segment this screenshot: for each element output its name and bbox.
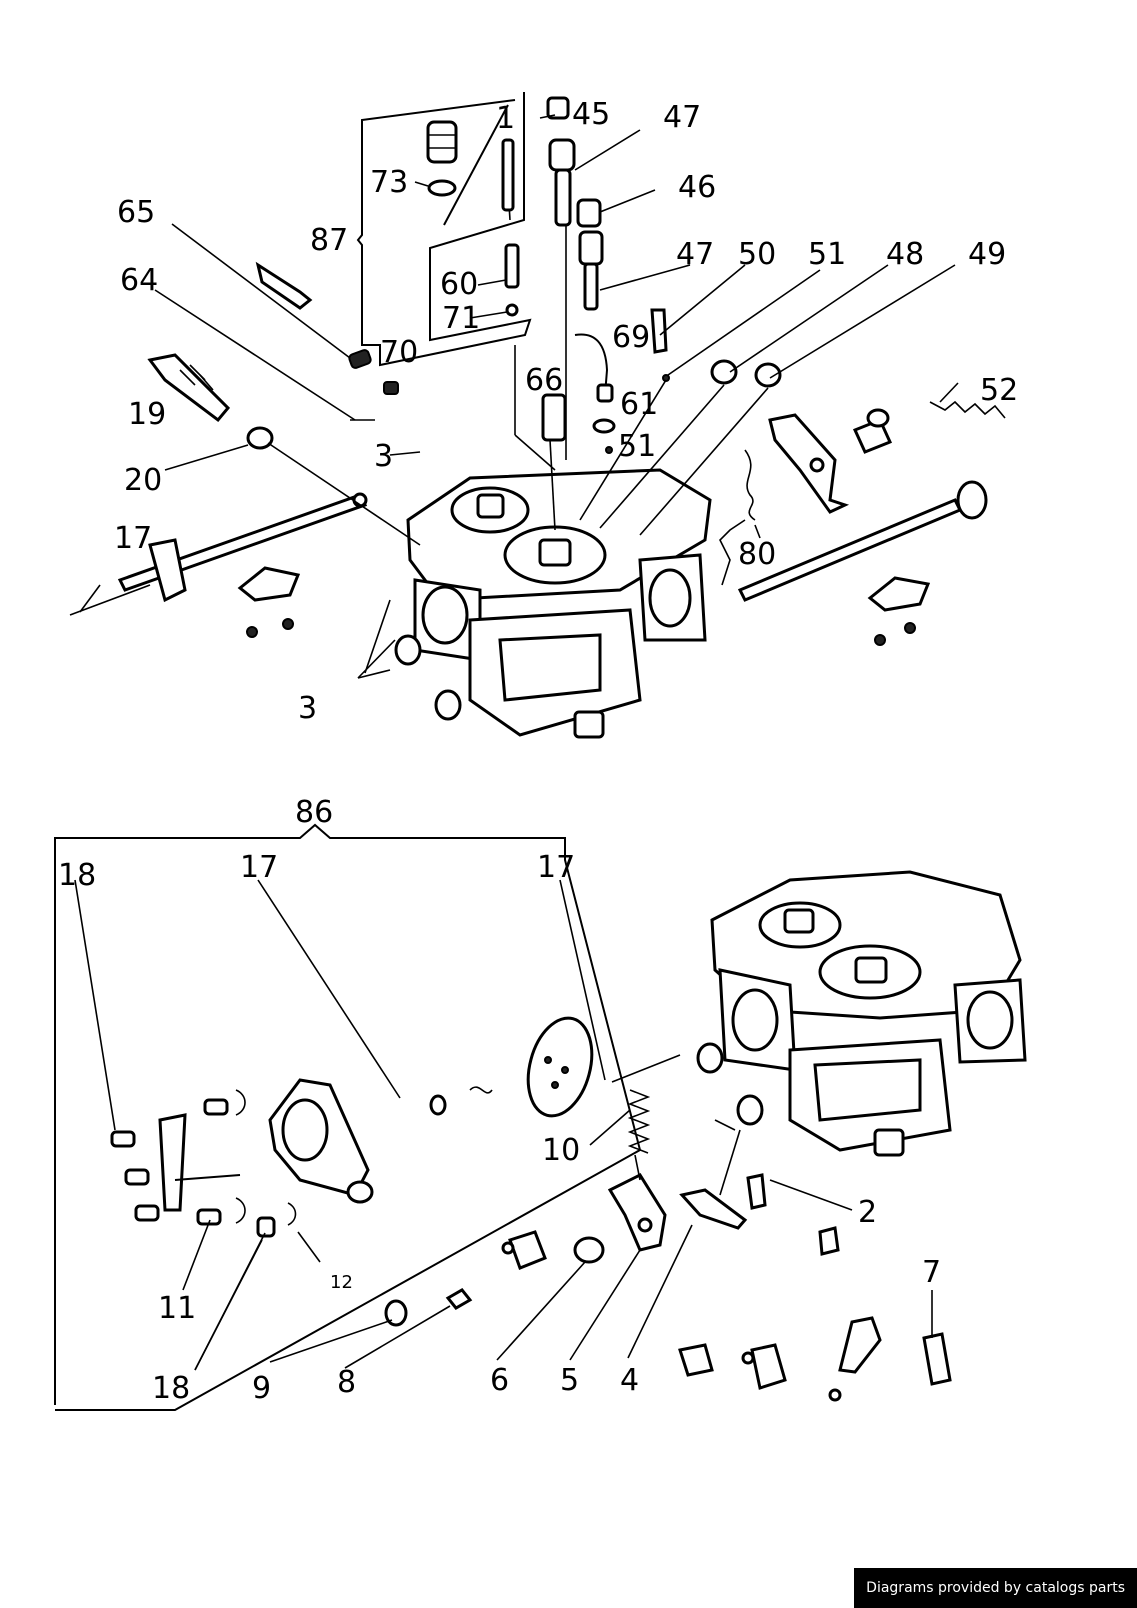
label-1: 1 xyxy=(496,101,515,136)
lower-assembly: 86 18 17 17 10 2 7 11 12 18 9 8 6 5 4 xyxy=(54,795,1027,1411)
label-18-b: 18 xyxy=(152,1371,190,1406)
part-labels-upper: 45 47 46 47 50 51 48 49 1 73 87 65 64 60… xyxy=(114,97,1018,726)
label-80: 80 xyxy=(738,537,776,572)
label-60: 60 xyxy=(440,267,478,302)
label-69: 69 xyxy=(612,320,650,355)
right-side-parts xyxy=(719,400,1006,602)
label-47-a: 47 xyxy=(663,100,701,135)
label-7: 7 xyxy=(922,1255,941,1290)
label-73: 73 xyxy=(370,165,408,200)
label-61: 61 xyxy=(620,387,658,422)
label-70: 70 xyxy=(380,335,418,370)
pump-cover xyxy=(268,1078,374,1204)
leader-lines-lower xyxy=(74,879,933,1371)
label-46: 46 xyxy=(678,170,716,205)
label-12: 12 xyxy=(330,1272,353,1293)
carburetor-body-lower xyxy=(696,870,1027,1157)
linkage-parts xyxy=(384,1173,952,1402)
label-10: 10 xyxy=(542,1133,580,1168)
label-51-a: 51 xyxy=(808,237,846,272)
idle-mixture-screw xyxy=(255,261,399,395)
idle-jet-holder xyxy=(147,353,231,423)
label-18-a: 18 xyxy=(58,858,96,893)
cover-screws xyxy=(110,1089,297,1238)
washer-20 xyxy=(246,426,274,450)
label-51-b: 51 xyxy=(618,429,656,464)
label-2: 2 xyxy=(858,1195,877,1230)
label-45: 45 xyxy=(572,97,610,132)
diagram-credit-badge: Diagrams provided by catalogs parts xyxy=(854,1568,1137,1608)
label-3-a: 3 xyxy=(374,439,393,474)
gasket-left xyxy=(237,566,301,602)
label-5: 5 xyxy=(560,1363,579,1398)
emulsion-parts xyxy=(504,243,520,317)
label-17-a: 17 xyxy=(114,521,152,556)
label-49: 49 xyxy=(968,237,1006,272)
label-8: 8 xyxy=(337,1365,356,1400)
carburetor-body-upper xyxy=(394,468,712,739)
label-47-b: 47 xyxy=(676,237,714,272)
label-20: 20 xyxy=(124,463,162,498)
label-11: 11 xyxy=(158,1291,196,1326)
label-66: 66 xyxy=(525,363,563,398)
part-labels-lower: 86 18 17 17 10 2 7 11 12 18 9 8 6 5 4 xyxy=(58,795,941,1406)
leader-lines-upper xyxy=(79,114,959,679)
label-3-b: 3 xyxy=(298,691,317,726)
label-50: 50 xyxy=(738,237,776,272)
pump-jet-parts xyxy=(514,333,616,531)
label-19: 19 xyxy=(128,397,166,432)
label-65: 65 xyxy=(117,195,155,230)
gasket-right xyxy=(867,576,931,612)
main-jet-stack xyxy=(546,96,670,460)
accelerator-pump-diaphragm xyxy=(429,1016,651,1154)
label-48: 48 xyxy=(886,237,924,272)
label-64: 64 xyxy=(120,263,158,298)
label-52: 52 xyxy=(980,373,1018,408)
label-17-c: 17 xyxy=(537,850,575,885)
air-jet-assembly xyxy=(426,104,515,226)
label-71: 71 xyxy=(442,301,480,336)
label-6: 6 xyxy=(490,1363,509,1398)
label-86: 86 xyxy=(295,795,333,830)
label-87: 87 xyxy=(310,223,348,258)
label-9: 9 xyxy=(252,1371,271,1406)
air-correction-jets xyxy=(579,359,782,536)
label-17-b: 17 xyxy=(240,850,278,885)
label-4: 4 xyxy=(620,1363,639,1398)
upper-assembly: 45 47 46 47 50 51 48 49 1 73 87 65 64 60… xyxy=(69,92,1018,739)
